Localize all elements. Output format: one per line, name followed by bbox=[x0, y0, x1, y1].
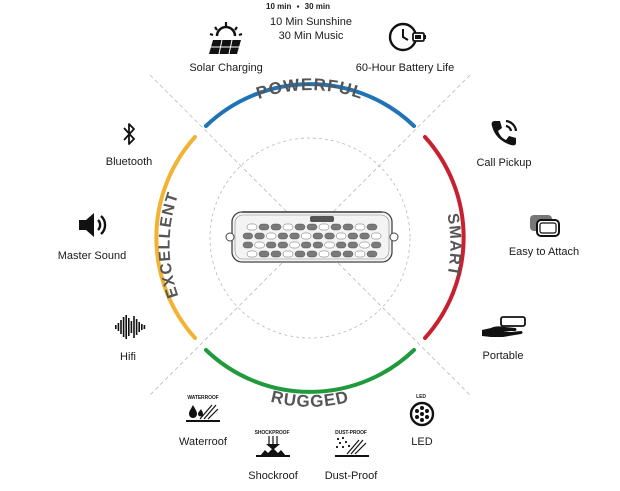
sunshine-line1: 10 Min Sunshine bbox=[270, 16, 352, 28]
portable-label: Portable bbox=[482, 350, 524, 362]
shock-icon bbox=[256, 436, 290, 457]
master-sound-label: Master Sound bbox=[57, 250, 127, 262]
dustproof-tag: DUST-PROOF bbox=[335, 430, 367, 436]
attach-icon bbox=[530, 215, 560, 237]
ring-label-right: SMART bbox=[443, 212, 463, 278]
battery-label: 60-Hour Battery Life bbox=[355, 62, 455, 74]
attach-label: Easy to Attach bbox=[508, 246, 580, 258]
bluetooth-label: Bluetooth bbox=[105, 156, 153, 168]
dust-icon bbox=[335, 436, 369, 457]
ring-arc-left bbox=[154, 135, 197, 340]
sound-wave-icon bbox=[115, 315, 146, 339]
shockproof-label: Shockroof bbox=[248, 470, 298, 482]
hand-device-icon bbox=[482, 316, 526, 337]
phone-icon bbox=[491, 119, 518, 146]
time-note-a: 10 min bbox=[266, 2, 292, 11]
speaker-icon bbox=[79, 213, 107, 237]
clock-battery-icon bbox=[388, 22, 426, 52]
dustproof-label: Dust-Proof bbox=[324, 470, 378, 482]
waterproof-label: Waterroof bbox=[179, 436, 227, 448]
ring-arc-top bbox=[204, 82, 416, 128]
sunshine-line2: 30 Min Music bbox=[278, 30, 344, 42]
bluetooth-icon bbox=[123, 123, 135, 145]
shockproof-tag: SHOCKPROOF bbox=[254, 430, 290, 436]
water-drops-icon bbox=[186, 404, 220, 422]
speaker-illustration bbox=[225, 211, 399, 263]
solar-panel-icon bbox=[209, 22, 243, 55]
feature-ring bbox=[154, 82, 466, 394]
time-note: 10 min ▪ 30 min bbox=[266, 2, 330, 11]
ring-arc-right bbox=[423, 135, 466, 340]
hifi-label: Hifi bbox=[120, 351, 136, 363]
led-icon bbox=[409, 401, 435, 427]
call-label: Call Pickup bbox=[476, 157, 532, 169]
waterproof-tag: WATERROOF bbox=[187, 395, 219, 401]
solar-label: Solar Charging bbox=[189, 62, 263, 74]
led-label: LED bbox=[411, 436, 433, 448]
time-note-b: 30 min bbox=[304, 2, 330, 11]
ring-label-top: POWERFUL bbox=[254, 75, 367, 103]
ring-arc-bottom bbox=[204, 348, 416, 394]
inner-dashed-circle bbox=[209, 137, 411, 339]
led-tag: LED bbox=[416, 394, 426, 400]
